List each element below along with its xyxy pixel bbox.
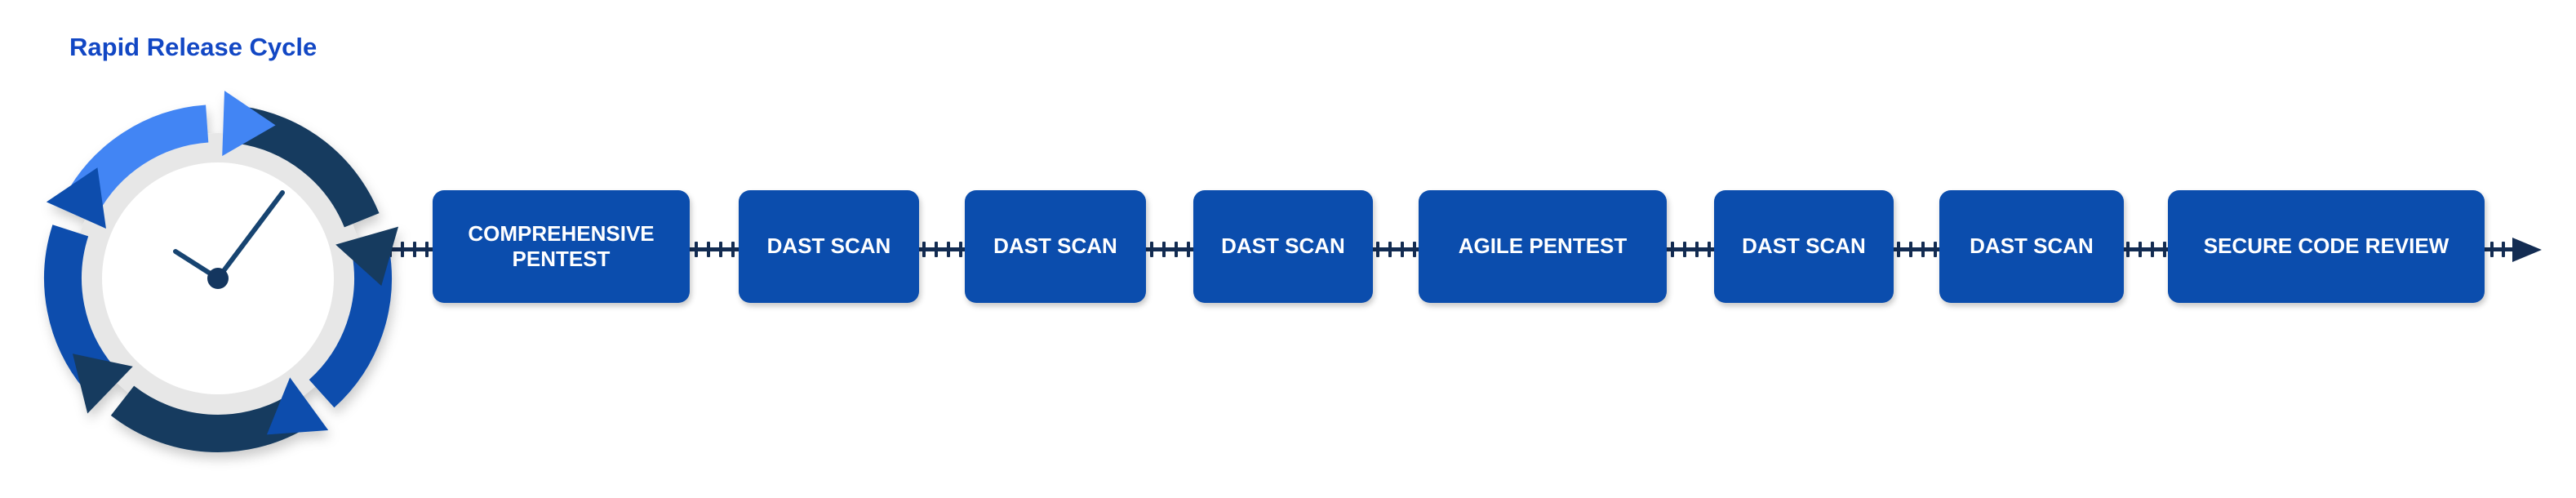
tick-mark [706, 241, 710, 257]
clock-center-dot [207, 268, 229, 289]
tick-mark [2150, 241, 2154, 257]
cycle-arrowhead-right [335, 226, 399, 287]
tick-mark [1694, 241, 1699, 257]
clock-cycle-icon [6, 66, 430, 491]
tick-mark [400, 241, 404, 257]
tick-mark [2490, 241, 2494, 257]
tick-mark [2125, 241, 2130, 257]
timeline-step-agile-pentest: AGILE PENTEST [1419, 190, 1667, 303]
tick-mark [922, 241, 926, 257]
tick-mark [958, 241, 962, 257]
tick-mark [1161, 241, 1166, 257]
tick-mark [718, 241, 722, 257]
timeline-tick-group [1667, 241, 1714, 257]
timeline-step-dast-scan-2: DAST SCAN [965, 190, 1146, 303]
step-label: DAST SCAN [993, 233, 1117, 259]
tick-mark [2138, 241, 2142, 257]
step-label: AGILE PENTEST [1458, 233, 1628, 259]
tick-mark [731, 241, 735, 257]
timeline-tick-group [2124, 241, 2168, 257]
step-label: DAST SCAN [1970, 233, 2094, 259]
page-title: Rapid Release Cycle [69, 33, 318, 61]
clock-cycle-svg [44, 91, 399, 452]
step-label: COMPREHENSIVE PENTEST [468, 220, 655, 271]
tick-mark [412, 241, 416, 257]
timeline-tick-group [2484, 241, 2512, 257]
tick-mark [946, 241, 950, 257]
arrow-right-icon [2512, 238, 2542, 262]
step-label: DAST SCAN [766, 233, 891, 259]
tick-mark [694, 241, 698, 257]
tick-mark [1933, 241, 1937, 257]
tick-mark [1174, 241, 1178, 257]
clock-ring [73, 133, 363, 424]
tick-mark [2502, 241, 2505, 257]
step-label: DAST SCAN [1221, 233, 1345, 259]
tick-mark [424, 241, 429, 257]
timeline-tick-group [1373, 241, 1419, 257]
timeline-step-comprehensive-pentest: COMPREHENSIVE PENTEST [433, 190, 690, 303]
tick-mark [1149, 241, 1153, 257]
tick-mark [934, 241, 938, 257]
tick-mark [1908, 241, 1912, 257]
step-label: DAST SCAN [1742, 233, 1866, 259]
cycle-arrowhead-bottomright [266, 377, 329, 435]
tick-mark [1412, 241, 1416, 257]
timeline-step-dast-scan-3: DAST SCAN [1193, 190, 1373, 303]
cycle-arrowhead-left [46, 167, 106, 229]
tick-mark [1670, 241, 1674, 257]
timeline-tick-group [690, 241, 739, 257]
clock-minute-hand [215, 190, 285, 281]
timeline-step-secure-code-review: SECURE CODE REVIEW [2168, 190, 2485, 303]
tick-mark [1388, 241, 1392, 257]
timeline-tick-group [1894, 241, 1939, 257]
tick-mark [1186, 241, 1190, 257]
tick-mark [1400, 241, 1404, 257]
tick-mark [1707, 241, 1711, 257]
cycle-arrowhead-top [222, 91, 276, 157]
timeline-step-dast-scan-5: DAST SCAN [1939, 190, 2124, 303]
tick-mark [2162, 241, 2166, 257]
cycle-arrowhead-bottomleft [72, 353, 133, 414]
timeline-step-dast-scan-4: DAST SCAN [1714, 190, 1894, 303]
tick-mark [1921, 241, 1925, 257]
tick-mark [1682, 241, 1686, 257]
step-label: SECURE CODE REVIEW [2203, 233, 2449, 259]
tick-mark [1896, 241, 1900, 257]
timeline-tick-group [1146, 241, 1193, 257]
timeline-step-dast-scan-1: DAST SCAN [739, 190, 919, 303]
tick-mark [1375, 241, 1379, 257]
timeline-tick-group [919, 241, 965, 257]
